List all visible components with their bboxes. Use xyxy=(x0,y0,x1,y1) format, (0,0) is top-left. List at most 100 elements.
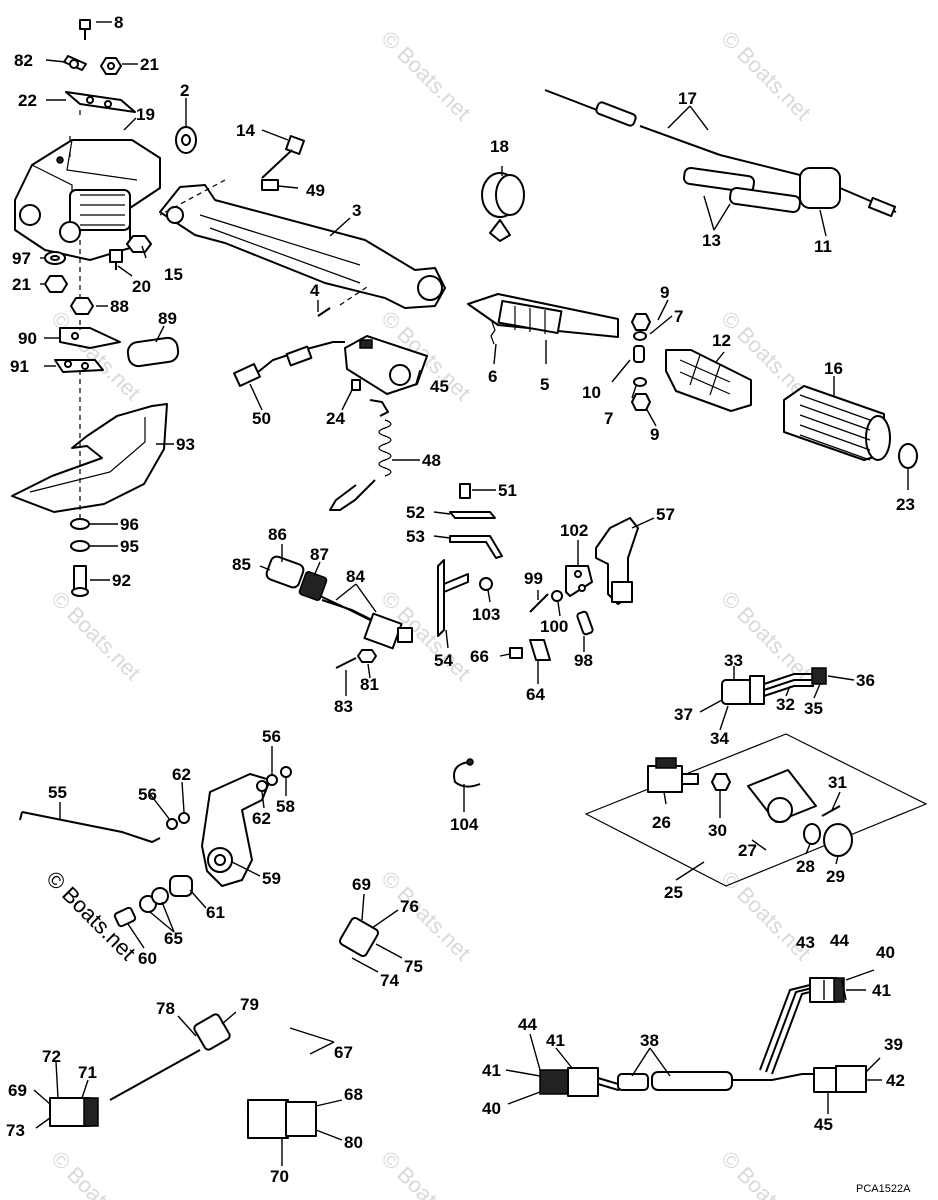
callout-14: 14 xyxy=(236,121,255,140)
callout-17: 17 xyxy=(678,89,697,108)
callout-7: 7 xyxy=(674,307,683,326)
callout-42: 42 xyxy=(886,1071,905,1090)
handle-grip-16 xyxy=(783,385,891,461)
callout-52: 52 xyxy=(406,503,425,522)
screw-92 xyxy=(71,565,89,597)
plate-53 xyxy=(449,535,503,559)
callout-91: 91 xyxy=(10,357,29,376)
callout-10: 10 xyxy=(582,383,601,402)
callout-69: 69 xyxy=(8,1081,27,1100)
callout-12: 12 xyxy=(712,331,731,350)
callout-99: 99 xyxy=(524,569,543,588)
plate-91 xyxy=(54,359,104,373)
callout-59: 59 xyxy=(262,869,281,888)
callout-90: 90 xyxy=(18,329,37,348)
callout-98: 98 xyxy=(574,651,593,670)
callout-9: 9 xyxy=(650,425,659,444)
throttle-cable-17 xyxy=(544,89,801,176)
callout-26: 26 xyxy=(652,813,671,832)
callout-35: 35 xyxy=(804,699,823,718)
callout-95: 95 xyxy=(120,537,139,556)
nut-81 xyxy=(357,649,377,663)
plate-90 xyxy=(59,327,121,349)
callout-66: 66 xyxy=(470,647,489,666)
callout-20: 20 xyxy=(132,277,151,296)
callout-25: 25 xyxy=(664,883,683,902)
bushing-61 xyxy=(169,875,193,897)
callout-104: 104 xyxy=(450,815,479,834)
callout-31: 31 xyxy=(828,773,847,792)
nut-9-bottom xyxy=(631,393,651,411)
figure-code: PCA1522A xyxy=(856,1183,911,1195)
washer-97 xyxy=(44,251,66,265)
callout-27: 27 xyxy=(738,841,757,860)
callout-40: 40 xyxy=(876,943,895,962)
callout-61: 61 xyxy=(206,903,225,922)
switch-harness-84 xyxy=(265,555,413,650)
connector-50 xyxy=(233,363,261,387)
steering-arm-3 xyxy=(159,184,446,309)
callout-103: 103 xyxy=(472,605,500,624)
washer-56-left xyxy=(166,818,178,830)
callout-55: 55 xyxy=(48,783,67,802)
callout-64: 64 xyxy=(526,685,545,704)
callout-76: 76 xyxy=(400,897,419,916)
bracket-54 xyxy=(437,559,469,637)
screw-51 xyxy=(459,483,471,499)
nut-15 xyxy=(126,235,152,253)
pin-4 xyxy=(317,307,331,317)
nut-88 xyxy=(70,297,94,315)
callout-89: 89 xyxy=(158,309,177,328)
switch-26 xyxy=(647,757,699,793)
washer-7-bottom xyxy=(633,377,647,387)
kit-panel-25 xyxy=(584,733,928,887)
screw-99 xyxy=(529,593,549,613)
watermark: © Boats.net xyxy=(46,586,145,685)
washer-62-left xyxy=(178,812,190,824)
screw-31 xyxy=(821,805,841,817)
clip-104 xyxy=(453,758,481,788)
stop-switch-wires xyxy=(257,341,345,373)
callout-19: 19 xyxy=(136,105,155,124)
callout-33: 33 xyxy=(724,651,743,670)
callout-23: 23 xyxy=(896,495,915,514)
sleeve-89 xyxy=(126,336,180,368)
clip-64 xyxy=(529,639,551,661)
harness-38 xyxy=(539,977,867,1097)
bracket-57 xyxy=(595,517,639,605)
callout-88: 88 xyxy=(110,297,129,316)
clip-82 xyxy=(63,55,87,71)
callout-81: 81 xyxy=(360,675,379,694)
callout-75: 75 xyxy=(404,957,423,976)
callout-36: 36 xyxy=(856,671,875,690)
callout-39: 39 xyxy=(884,1035,903,1054)
callout-96: 96 xyxy=(120,515,139,534)
washer-96 xyxy=(70,518,90,530)
callout-62: 62 xyxy=(172,765,191,784)
callout-84: 84 xyxy=(346,567,365,586)
callout-74: 74 xyxy=(380,971,399,990)
screw-14 xyxy=(261,135,305,179)
callout-87: 87 xyxy=(310,545,329,564)
callout-11: 11 xyxy=(814,237,832,256)
callout-78: 78 xyxy=(156,999,175,1018)
bracket-19 xyxy=(14,139,161,261)
cap-23 xyxy=(898,443,918,469)
harness-67 xyxy=(49,916,380,1139)
plate-52 xyxy=(449,511,496,519)
callout-53: 53 xyxy=(406,527,425,546)
callout-45: 45 xyxy=(430,377,449,396)
callout-37: 37 xyxy=(674,705,693,724)
lanyard-48 xyxy=(329,399,392,511)
callout-13: 13 xyxy=(702,231,721,250)
callout-92: 92 xyxy=(112,571,131,590)
callout-29: 29 xyxy=(826,867,845,886)
watermark: © Boats.net xyxy=(716,26,815,125)
watermarks: © Boats.net © Boats.net © Boats.net © Bo… xyxy=(41,26,815,1200)
callout-68: 68 xyxy=(344,1085,363,1104)
callout-2: 2 xyxy=(180,81,189,100)
callout-30: 30 xyxy=(708,821,727,840)
callout-3: 3 xyxy=(352,201,361,220)
leader-lines xyxy=(33,21,909,1166)
